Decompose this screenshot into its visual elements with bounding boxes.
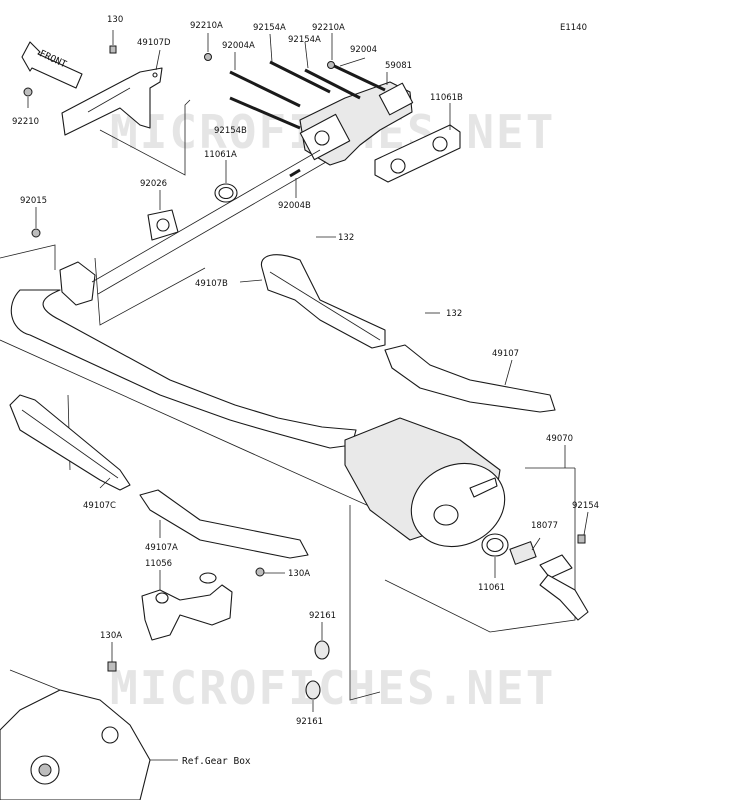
callout-92161-b: 92161 [296,717,323,727]
gasket-11061 [481,533,509,557]
callout-92026: 92026 [140,179,167,189]
callout-49107B: 49107B [195,279,228,289]
callout-92154: 92154 [572,501,599,511]
grommet-92161-a [314,640,330,660]
gasket-ring-11061A [214,183,238,203]
callout-49070: 49070 [546,434,573,444]
part-callouts: 130 49107D 92210 92210A 92004A 92154A 92… [12,15,599,767]
callout-130A-right: 130A [288,569,310,579]
bolt-130-top [109,30,117,54]
callout-49107A: 49107A [145,543,178,553]
nut-92210-left [23,87,33,108]
callout-11061A: 11061A [204,150,237,160]
callout-92154B: 92154B [214,126,247,136]
nut-92015 [31,228,41,238]
watermark-bottom: MICROFICHES.NET [110,661,555,715]
exhaust-manifold-59081 [299,81,414,166]
bracket-11056 [141,572,233,641]
heat-guard-49107D [61,67,163,136]
callout-92004: 92004 [350,45,377,55]
heat-guard-49107 [384,344,556,413]
callout-18077: 18077 [531,521,558,531]
callout-49107D: 49107D [137,38,171,48]
callout-49107: 49107 [492,349,519,359]
callout-92015: 92015 [20,196,47,206]
heat-guard-49107A [139,489,309,559]
stud-bolts [204,53,386,178]
callout-92210A-b: 92210A [312,23,345,33]
callout-59081: 59081 [385,61,412,71]
flange-92026 [147,209,179,241]
callout-ref-gearbox: Ref.Gear Box [182,756,251,767]
bolt-130A-right [255,567,265,577]
front-arrow-icon: FRONT [21,41,83,89]
callout-11061: 11061 [478,583,505,593]
diagram-code: E1140 [560,23,587,33]
bolt-92154 [577,534,586,544]
callout-49107C: 49107C [83,501,116,511]
callout-92154A-a: 92154A [253,23,286,33]
callout-132-a: 132 [338,233,354,243]
callout-92004B: 92004B [278,201,311,211]
callout-11061B: 11061B [430,93,463,103]
tailpipe-18077 [509,541,589,621]
callout-92210A-a: 92210A [190,21,223,31]
grommet-92161-b [305,680,321,700]
callout-130-top: 130 [107,15,123,25]
callout-92210-left: 92210 [12,117,39,127]
leader-lines [35,33,589,761]
exhaust-pipe-and-muffler-49070 [10,149,506,548]
gear-box-reference [0,689,151,800]
callout-11056: 11056 [145,559,172,569]
callout-130A-left: 130A [100,631,122,641]
bolt-130A-left [107,661,117,672]
callout-132-b: 132 [446,309,462,319]
heat-guard-49107B [260,254,386,349]
callout-92004A: 92004A [222,41,255,51]
callout-92154A-b: 92154A [288,35,321,45]
callout-92161-a: 92161 [309,611,336,621]
heat-guard-49107C [9,394,131,491]
